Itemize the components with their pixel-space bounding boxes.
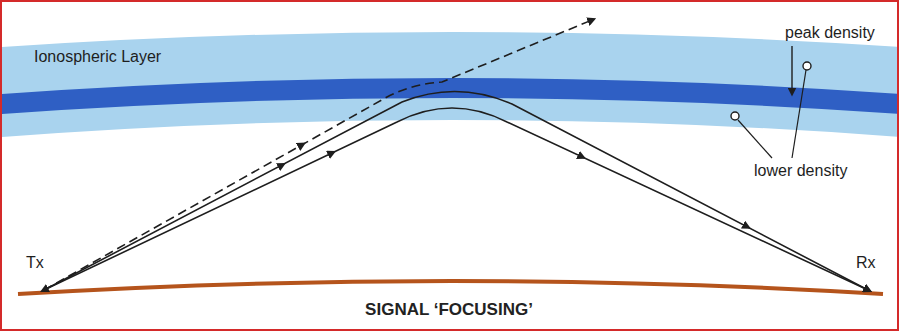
ray-arrow bbox=[272, 165, 282, 170]
refracted-ray bbox=[44, 91, 868, 290]
ray-arrow bbox=[322, 153, 332, 158]
ray-arrow bbox=[572, 152, 582, 157]
caption-label: SIGNAL ‘FOCUSING’ bbox=[365, 300, 533, 320]
tx-label: Tx bbox=[26, 254, 44, 272]
density-leader bbox=[792, 70, 806, 158]
peak-leader bbox=[791, 46, 792, 92]
ionospheric-band bbox=[2, 32, 897, 137]
density-marker bbox=[731, 112, 739, 120]
density-label: lower density bbox=[754, 162, 847, 180]
refracted-ray bbox=[44, 108, 868, 290]
earth-surface bbox=[18, 281, 883, 294]
density-marker bbox=[803, 62, 811, 70]
layer-label: Ionospheric Layer bbox=[34, 48, 161, 66]
ray-arrow bbox=[292, 145, 302, 151]
rx-label: Rx bbox=[856, 254, 876, 272]
ray-arrow bbox=[737, 222, 747, 227]
tx-arrow bbox=[44, 286, 52, 290]
peak-label: peak density bbox=[785, 24, 875, 42]
density-leader bbox=[738, 120, 772, 158]
